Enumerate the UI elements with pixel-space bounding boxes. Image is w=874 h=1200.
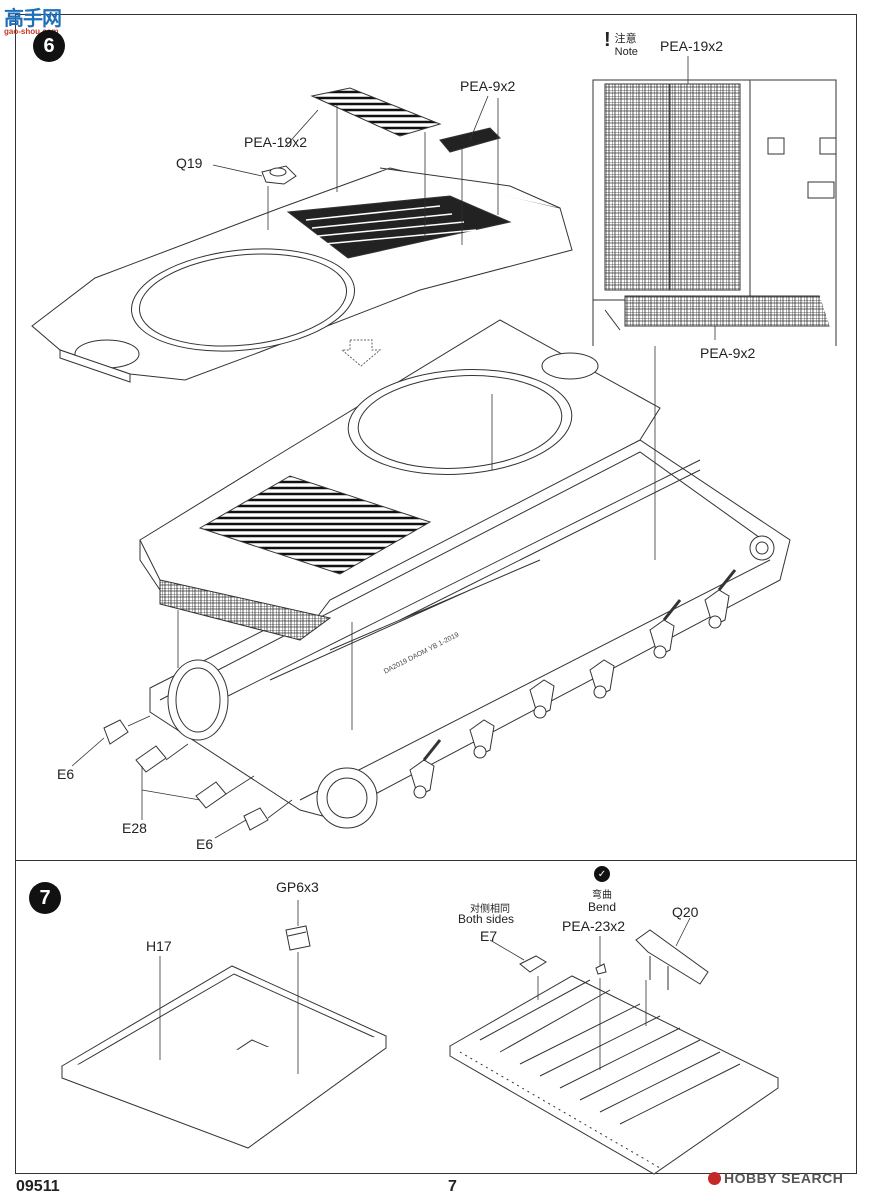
- exclamation-icon: !: [604, 29, 611, 51]
- down-arrow-icon: [340, 339, 382, 367]
- label-q20: Q20: [672, 904, 699, 920]
- gp6-part: [285, 925, 311, 951]
- label-pea19-main: PEA-19x2: [244, 134, 308, 150]
- bend-icon: ✓: [594, 866, 610, 882]
- h17-plate: [60, 965, 387, 1149]
- label-h17: H17: [146, 938, 172, 954]
- hobbysearch-logo-icon: [708, 1171, 721, 1185]
- site-watermark: 高手网 gao-shou.com: [4, 2, 62, 36]
- assembled-hull: [139, 319, 791, 829]
- footer-code: 09511: [16, 1178, 60, 1195]
- q20-part: [635, 929, 709, 990]
- note-label-pea19: PEA-19x2: [660, 38, 724, 54]
- e28-part-b: [195, 781, 227, 809]
- hobbysearch-watermark: HOBBY SEARCH: [708, 1170, 843, 1186]
- label-both-sides-en: Both sides: [458, 912, 515, 926]
- label-bend-en: Bend: [588, 900, 617, 914]
- e6-part-a: [103, 719, 129, 745]
- pea23-part: [595, 963, 607, 975]
- upper-deck-part: [31, 167, 573, 383]
- pea19-grille: [310, 87, 442, 137]
- watermark-url: gao-shou.com: [4, 27, 59, 36]
- note-header: ! 注意 Note: [604, 30, 638, 58]
- note-detail-drawing: [590, 76, 838, 346]
- label-gp6: GP6x3: [276, 879, 319, 895]
- footer-page-number: 7: [448, 1178, 457, 1195]
- page-frame: [15, 14, 857, 1174]
- e7-part: [519, 955, 547, 973]
- q19-part: [261, 165, 297, 185]
- note-label-pea9: PEA-9x2: [700, 345, 756, 361]
- step-7-badge: 7: [29, 882, 61, 914]
- e28-part-a: [135, 745, 167, 773]
- label-e28: E28: [122, 820, 147, 836]
- label-q19: Q19: [176, 155, 203, 171]
- note-label-en: Note: [614, 46, 638, 58]
- label-e7: E7: [480, 928, 498, 944]
- label-e6-a: E6: [57, 766, 75, 782]
- label-bend-zh: 弯曲: [592, 890, 612, 901]
- e6-part-b: [243, 807, 269, 831]
- watermark-text: 高手网: [4, 8, 62, 30]
- label-pea9-main: PEA-9x2: [460, 78, 516, 94]
- label-both-sides-zh: 对侧相同: [470, 904, 510, 915]
- step-divider: [15, 860, 856, 861]
- label-pea23: PEA-23x2: [562, 918, 626, 934]
- suspension-arms: [409, 535, 775, 799]
- note-label-zh: 注意: [614, 33, 637, 45]
- hobbysearch-text: HOBBY SEARCH: [724, 1170, 844, 1186]
- step-6-badge: 6: [33, 30, 65, 62]
- label-e6-b: E6: [196, 836, 214, 852]
- lower-hull-bottom: [448, 975, 779, 1175]
